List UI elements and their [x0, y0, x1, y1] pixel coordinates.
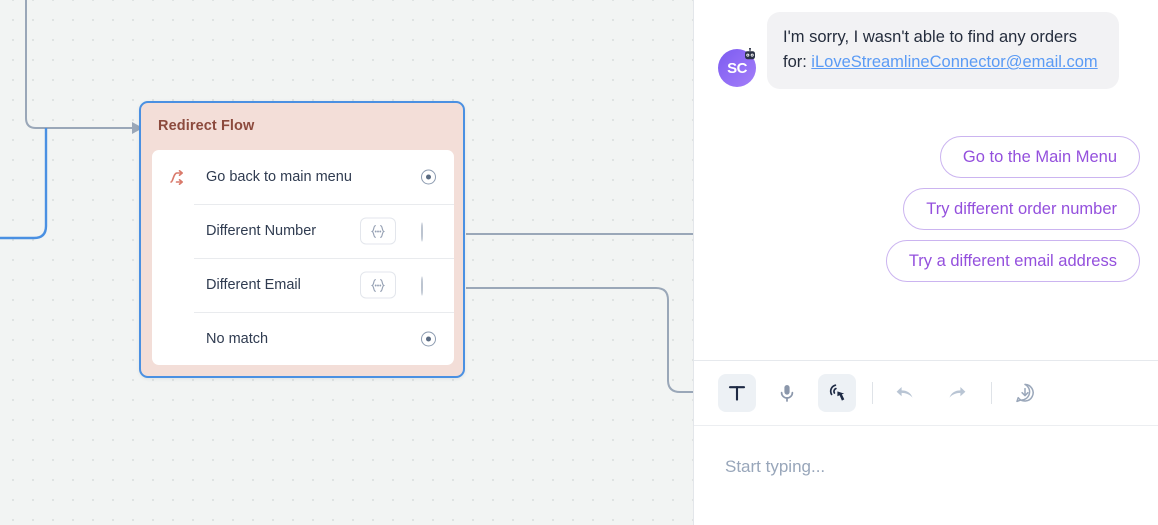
- redirect-arrow-icon: [168, 168, 186, 186]
- message-input[interactable]: Start typing...: [725, 457, 826, 476]
- node-port-out[interactable]: [421, 276, 436, 296]
- arrow-forward-icon: [949, 387, 966, 398]
- edge-incoming: [25, 0, 132, 129]
- edge-out-different-email: [466, 287, 693, 393]
- scroll-fade-overlay: [694, 312, 1158, 360]
- quick-reply-group: Go to the Main Menu Try different order …: [885, 136, 1140, 282]
- chat-message-bot: SC I'm sorry, I was: [718, 12, 1158, 89]
- toolbar-divider: [991, 382, 992, 404]
- row-divider: [194, 204, 454, 205]
- undo-button[interactable]: [887, 374, 925, 412]
- connector-edges: [0, 0, 693, 393]
- node-row-different-email[interactable]: Different Email: [152, 258, 454, 312]
- node-port-out[interactable]: [421, 331, 436, 347]
- row-divider: [194, 258, 454, 259]
- node-port-out[interactable]: [421, 169, 436, 185]
- node-row-label: Different Number: [206, 223, 317, 239]
- interact-mode-button[interactable]: [818, 374, 856, 412]
- composer-toolbar: [694, 360, 1158, 426]
- flow-node-redirect-flow[interactable]: Redirect Flow Go back to main menu: [139, 101, 465, 378]
- download-chat-icon: [1016, 383, 1034, 403]
- tap-gesture-icon: [829, 384, 845, 401]
- download-transcript-button[interactable]: [1006, 374, 1044, 412]
- toolbar-divider: [872, 382, 873, 404]
- quick-reply-try-a-different-email-address[interactable]: Try a different email address: [885, 240, 1140, 282]
- chat-message-list[interactable]: SC I'm sorry, I was: [694, 0, 1158, 360]
- arrow-back-icon: [896, 387, 913, 398]
- message-email-link[interactable]: iLoveStreamlineConnector@email.com: [811, 53, 1098, 71]
- node-row-go-back-to-main-menu[interactable]: Go back to main menu: [152, 150, 454, 204]
- edge-incoming-arrowhead: [132, 122, 143, 134]
- redo-button[interactable]: [937, 374, 975, 412]
- row-divider: [194, 312, 454, 313]
- node-port-out[interactable]: [421, 222, 436, 242]
- node-row-different-number[interactable]: Different Number: [152, 204, 454, 258]
- chat-preview-panel: SC I'm sorry, I was: [693, 0, 1158, 525]
- message-bubble: I'm sorry, I wasn't able to find any ord…: [767, 12, 1119, 89]
- microphone-icon: [780, 385, 794, 402]
- message-composer[interactable]: Start typing...: [694, 427, 1158, 525]
- variable-chip-icon[interactable]: [360, 271, 396, 299]
- variable-chip-icon[interactable]: [360, 217, 396, 245]
- quick-reply-try-different-order-number[interactable]: Try different order number: [903, 188, 1140, 230]
- voice-mode-button[interactable]: [768, 374, 806, 412]
- node-title: Redirect Flow: [158, 118, 255, 134]
- text-mode-button[interactable]: [718, 374, 756, 412]
- text-t-icon: [728, 386, 746, 401]
- quick-reply-go-to-the-main-menu[interactable]: Go to the Main Menu: [939, 136, 1140, 178]
- node-row-label: Go back to main menu: [206, 169, 352, 185]
- message-text: I'm sorry, I wasn't able to find any ord…: [783, 28, 1077, 71]
- avatar: SC: [718, 47, 757, 87]
- edge-selected-blue: [0, 128, 48, 240]
- flow-canvas[interactable]: Redirect Flow Go back to main menu: [0, 0, 693, 525]
- node-row-no-match[interactable]: No match: [152, 312, 454, 365]
- node-row-label: Different Email: [206, 277, 301, 293]
- node-body: Go back to main menu Different Number: [152, 150, 454, 365]
- robot-icon: [743, 47, 757, 61]
- avatar-initials: SC: [727, 59, 747, 77]
- node-row-label: No match: [206, 331, 269, 347]
